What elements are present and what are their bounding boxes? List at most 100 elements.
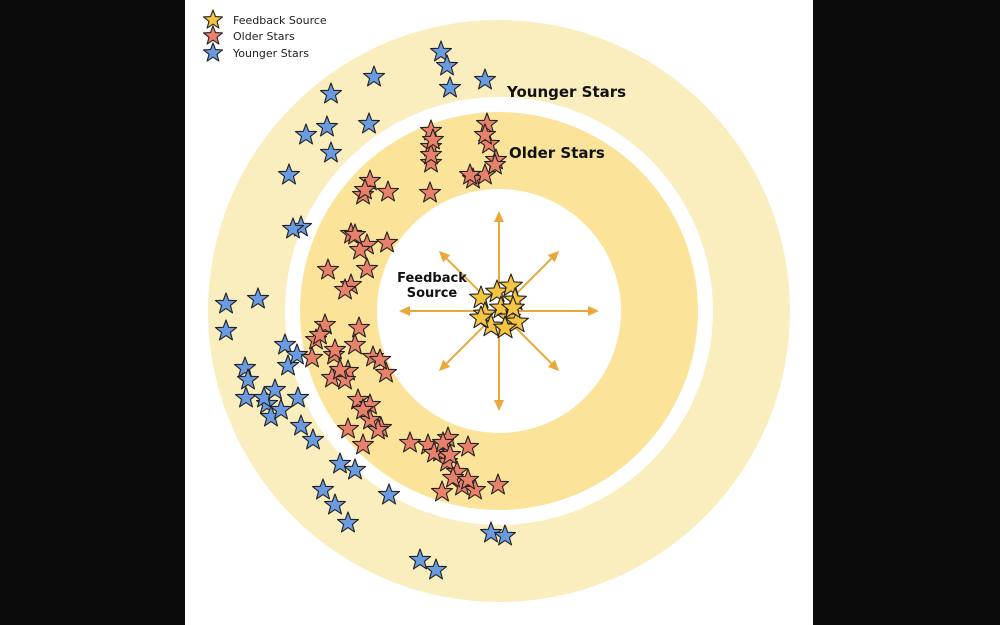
legend-star-marker xyxy=(202,25,224,45)
older-star xyxy=(374,361,398,383)
younger-star xyxy=(328,452,352,474)
older-star xyxy=(422,441,446,463)
older-star xyxy=(419,143,443,165)
younger-star xyxy=(236,368,260,390)
feedback-arrow xyxy=(438,322,488,372)
older-star xyxy=(458,163,482,185)
legend-star-marker xyxy=(202,42,224,62)
younger-star xyxy=(263,378,287,400)
younger-star xyxy=(408,548,432,570)
feedback-source-label-line2: Source xyxy=(407,286,458,301)
legend-marker-older-stars xyxy=(202,25,224,45)
feedback-source-star xyxy=(501,295,525,319)
older-star xyxy=(323,338,347,360)
older-star xyxy=(456,468,480,490)
older-star xyxy=(308,323,332,345)
legend: Feedback Source Older Stars Younger Star… xyxy=(202,9,327,62)
older-star xyxy=(347,316,371,338)
younger-star xyxy=(214,319,238,341)
older-stars-group xyxy=(300,112,510,502)
younger-star xyxy=(246,287,270,309)
older-star xyxy=(430,480,454,502)
younger-star xyxy=(276,354,300,376)
older-star xyxy=(456,435,480,457)
feedback-arrow xyxy=(510,322,560,372)
younger-star xyxy=(362,65,386,87)
younger-stars-group xyxy=(214,40,517,580)
older-star xyxy=(351,433,375,455)
older-star xyxy=(343,223,367,245)
younger-star xyxy=(473,68,497,90)
older-star xyxy=(368,348,392,370)
younger-star xyxy=(336,511,360,533)
legend-label-younger-stars: Younger Stars xyxy=(232,47,309,60)
younger-star xyxy=(311,478,335,500)
older-star xyxy=(483,153,507,175)
feedback-source-star xyxy=(505,309,529,333)
older-star xyxy=(328,358,352,380)
younger-star xyxy=(301,428,325,450)
older-star xyxy=(336,417,360,439)
younger-star xyxy=(286,386,310,408)
younger-star xyxy=(438,76,462,98)
feedback-arrow xyxy=(494,211,504,293)
feedback-arrow xyxy=(399,306,481,316)
older-star xyxy=(431,431,455,453)
younger-star xyxy=(479,521,503,543)
feedback-source-label-line1: Feedback xyxy=(397,271,467,286)
older-star xyxy=(333,278,357,300)
younger-star xyxy=(214,292,238,314)
younger-star xyxy=(429,40,453,62)
younger-star xyxy=(493,524,517,546)
older-star xyxy=(346,388,370,410)
younger-star xyxy=(319,141,343,163)
younger-star xyxy=(377,483,401,505)
older-star xyxy=(438,443,462,465)
older-star xyxy=(355,257,379,279)
legend-label-feedback-source: Feedback Source xyxy=(233,14,327,27)
younger-star xyxy=(343,458,367,480)
legend-marker-younger-stars xyxy=(202,42,224,62)
younger-star xyxy=(323,493,347,515)
older-star xyxy=(316,258,340,280)
older-star xyxy=(353,178,377,200)
older-star xyxy=(398,431,422,453)
older-star xyxy=(300,346,324,368)
younger-star xyxy=(315,115,339,137)
feedback-source-star xyxy=(499,273,523,297)
younger-star xyxy=(319,82,343,104)
older-star xyxy=(351,398,375,420)
older-star xyxy=(313,313,337,335)
older-star xyxy=(418,181,442,203)
older-star xyxy=(419,151,443,173)
feedback-source-star xyxy=(469,305,493,329)
older-star xyxy=(358,169,382,191)
legend-marker-feedback-source xyxy=(202,9,224,29)
legend-star-marker xyxy=(202,9,224,29)
feedback-arrow xyxy=(517,306,599,316)
diagram-canvas: Younger Stars Older Stars Feedback Sourc… xyxy=(202,9,790,602)
older-star xyxy=(348,238,372,260)
older-stars-label: Older Stars xyxy=(509,144,605,162)
older-star xyxy=(486,473,510,495)
older-star xyxy=(441,466,465,488)
feedback-source-star xyxy=(493,315,517,339)
diagram-figure: Younger Stars Older Stars Feedback Sourc… xyxy=(185,0,813,625)
younger-star xyxy=(357,112,381,134)
feedback-arrows xyxy=(399,211,599,411)
younger-star xyxy=(294,123,318,145)
younger-star xyxy=(285,343,309,365)
younger-stars-label: Younger Stars xyxy=(506,83,626,101)
younger-star xyxy=(435,54,459,76)
younger-star xyxy=(233,356,257,378)
younger-star xyxy=(273,333,297,355)
younger-star xyxy=(289,414,313,436)
feedback-arrow xyxy=(494,329,504,411)
younger-star xyxy=(269,398,293,420)
younger-star xyxy=(277,163,301,185)
older-star xyxy=(421,128,445,150)
legend-label-older-stars: Older Stars xyxy=(233,30,295,43)
older-star xyxy=(473,123,497,145)
older-star xyxy=(376,180,400,202)
older-star xyxy=(343,333,367,355)
